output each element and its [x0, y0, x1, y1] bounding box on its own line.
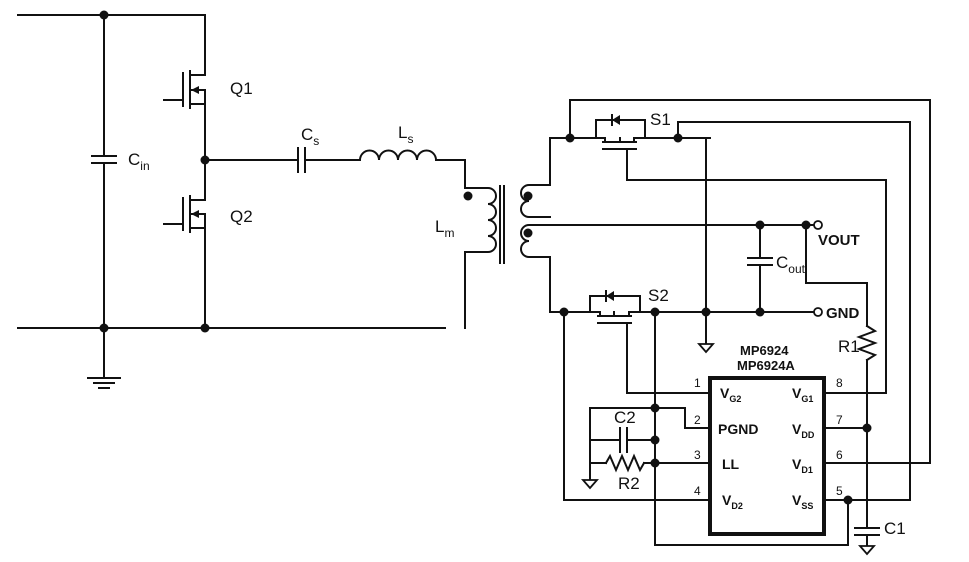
r2-label: R2: [618, 474, 640, 493]
svg-text:7: 7: [836, 413, 843, 427]
svg-text:VDD: VDD: [792, 421, 815, 440]
input-rails: [17, 10, 446, 333]
svg-text:VG1: VG1: [792, 385, 813, 404]
capacitor-c1: [854, 527, 880, 556]
svg-text:4: 4: [694, 484, 701, 498]
svg-text:1: 1: [694, 376, 701, 390]
gnd-terminal: [809, 307, 823, 317]
gnd-label: GND: [826, 305, 860, 322]
svg-text:2: 2: [694, 413, 701, 427]
ic-pin-2: 2 PGND: [694, 413, 758, 437]
ic-mp6924: [708, 376, 826, 536]
ic-name-2: MP6924A: [737, 358, 795, 373]
vout-label: VOUT: [818, 232, 860, 249]
resonant-capacitor-cs: [204, 147, 361, 173]
svg-text:VSS: VSS: [792, 492, 813, 511]
output-capacitor-cout: [747, 224, 773, 313]
svg-text:PGND: PGND: [718, 421, 758, 437]
ic-pin-6: 6 VD1: [792, 448, 849, 475]
ic-pin-1: 1 VG2: [694, 376, 741, 404]
input-capacitor-cin: [91, 14, 117, 379]
transformer-primary-winding: [463, 187, 497, 329]
ic-pin-7: 7 VDD: [792, 413, 849, 440]
lm-label: Lm: [435, 217, 454, 240]
mosfet-q1: [163, 14, 206, 161]
transformer-secondary-winding: [520, 137, 551, 313]
cs-label: Cs: [301, 125, 319, 148]
ground-symbol-secondary: [697, 137, 715, 354]
mosfet-q2: [163, 159, 206, 329]
cout-label: Cout: [776, 253, 806, 276]
svg-text:VD1: VD1: [792, 456, 813, 475]
r1-label: R1: [838, 337, 860, 356]
drain-sense-wires: [569, 99, 931, 529]
q1-label: Q1: [230, 79, 253, 98]
sync-rectifier-s1: [549, 114, 711, 181]
ic-pin-3: 3 LL: [694, 448, 740, 472]
ic-pin-4: 4 VD2: [694, 484, 743, 511]
transformer-core: [499, 185, 505, 264]
c2-label: C2: [614, 408, 636, 427]
s1-label: S1: [650, 110, 671, 129]
ic-pin-5: 5 VSS: [792, 484, 849, 511]
cin-label: Cin: [128, 150, 150, 173]
vout-rail: [549, 220, 823, 230]
c1-label: C1: [884, 519, 906, 538]
svg-text:VG2: VG2: [720, 385, 741, 404]
svg-text:6: 6: [836, 448, 843, 462]
ic-left-pin-stubs: [684, 392, 711, 501]
svg-text:5: 5: [836, 484, 843, 498]
ic-pin-8: 8 VG1: [792, 376, 849, 404]
ic-name-1: MP6924: [740, 343, 789, 358]
resonant-inductor-ls: [358, 149, 466, 189]
svg-text:8: 8: [836, 376, 843, 390]
ls-label: Ls: [398, 123, 413, 146]
resistor-r1: [805, 224, 878, 433]
ground-symbol-primary: [87, 377, 121, 389]
q2-label: Q2: [230, 207, 253, 226]
svg-text:LL: LL: [722, 456, 740, 472]
s2-label: S2: [648, 286, 669, 305]
svg-text:3: 3: [694, 448, 701, 462]
svg-text:VD2: VD2: [722, 492, 743, 511]
